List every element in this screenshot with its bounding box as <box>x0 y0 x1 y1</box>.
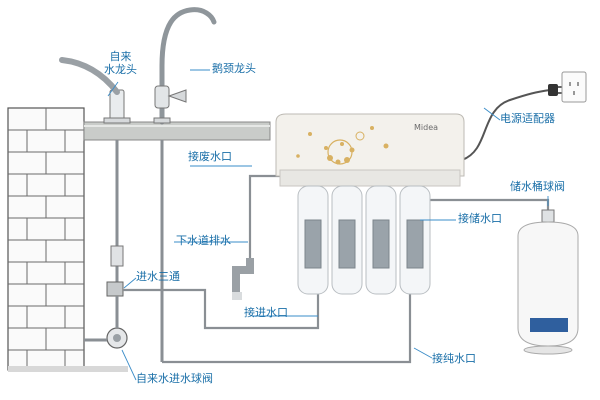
brick-wall <box>7 107 85 371</box>
waste-tube <box>248 174 290 272</box>
tee-fitting <box>106 245 124 297</box>
floor <box>8 366 128 372</box>
gooseneck-faucet <box>153 7 217 125</box>
tap-faucet <box>59 57 131 124</box>
label-gooseneck-faucet: 鹅颈龙头 <box>212 62 256 75</box>
label-waste-port: 接废水口 <box>188 150 232 163</box>
label-tank-port: 接储水口 <box>458 212 502 225</box>
label-tap-line2: 水龙头 <box>104 63 137 76</box>
label-inlet-port: 接进水口 <box>244 306 288 319</box>
label-tap-line1: 自来 <box>109 50 132 63</box>
power-cable <box>461 89 551 161</box>
storage-tank <box>517 209 579 355</box>
drain-pipe <box>232 258 254 300</box>
label-drain: 下水道排水 <box>176 234 231 247</box>
label-tee: 进水三通 <box>136 270 180 283</box>
label-tap: 自来 水龙头 <box>104 50 137 76</box>
brand-logo: Midea <box>414 123 438 132</box>
filter-cartridges <box>297 185 431 295</box>
decorative-pattern <box>296 126 389 165</box>
supply-pipes <box>115 140 164 362</box>
label-pure-port: 接纯水口 <box>432 352 476 365</box>
label-tank-valve: 储水桶球阀 <box>510 180 565 193</box>
label-power-adapter: 电源适配器 <box>500 112 555 125</box>
label-inlet-valve: 自来水进水球阀 <box>136 372 213 385</box>
power-socket <box>561 71 587 103</box>
counter-top <box>83 121 271 141</box>
leader-lines <box>107 69 549 381</box>
pure-water-tube <box>162 290 412 364</box>
inlet-tube <box>123 288 320 330</box>
purifier-housing <box>275 113 465 187</box>
power-plug <box>548 84 562 96</box>
inlet-ball-valve <box>84 296 128 349</box>
